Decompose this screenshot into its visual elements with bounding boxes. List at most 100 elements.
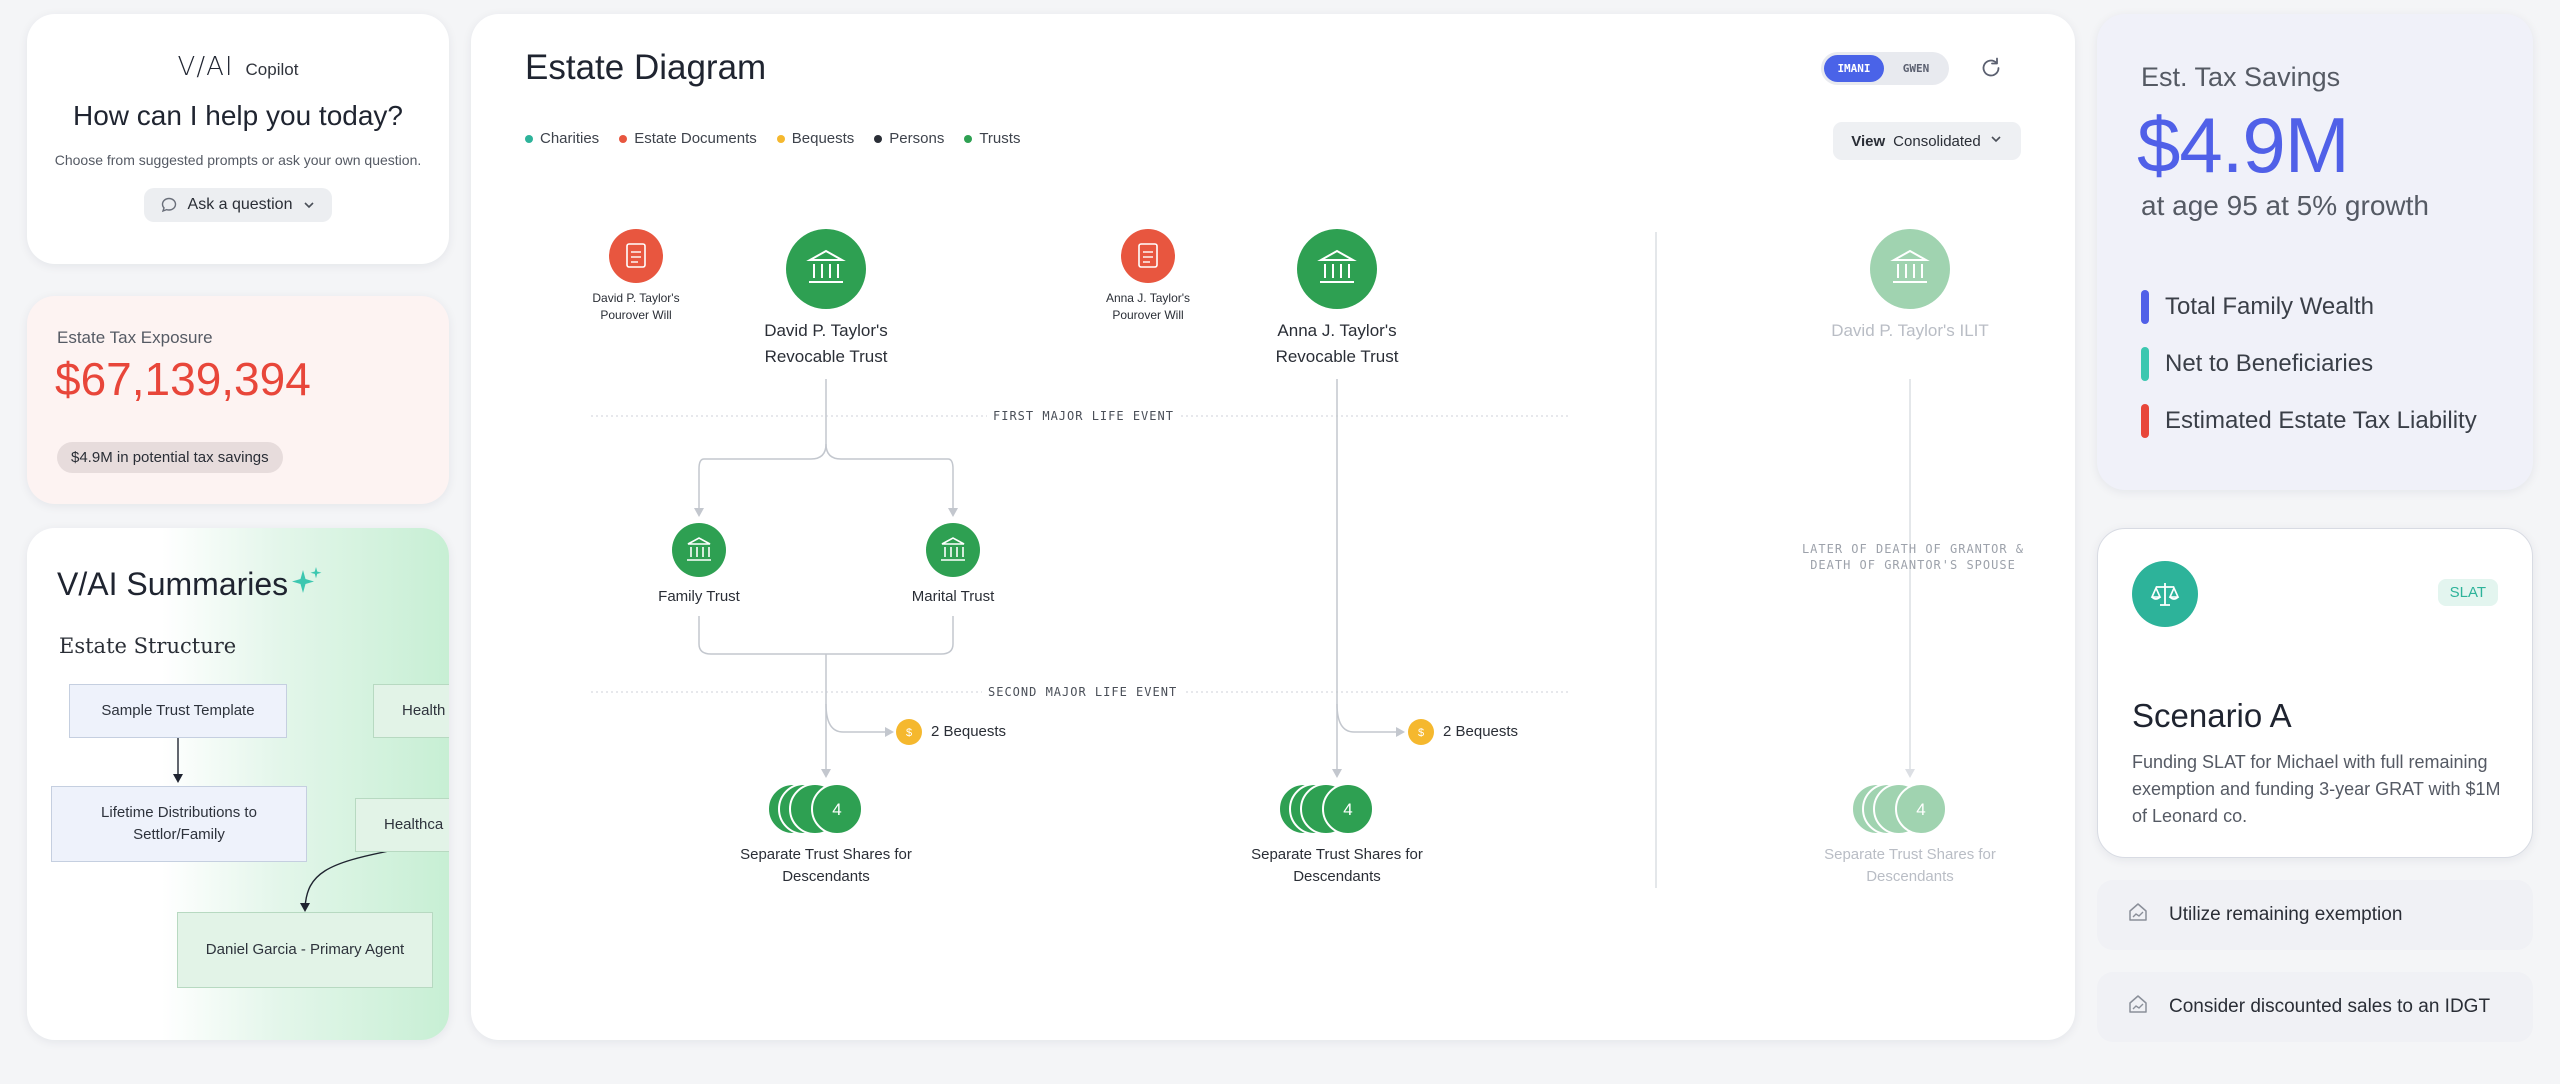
diagram-legend: Charities Estate Documents Bequests Pers… — [525, 130, 1020, 147]
house-chart-icon — [2127, 901, 2149, 929]
metric-estimated-estate-tax-liability[interactable]: Estimated Estate Tax Liability — [2141, 404, 2477, 438]
chevron-down-icon — [1989, 132, 2003, 150]
toggle-imani[interactable]: IMANI — [1824, 55, 1884, 82]
view-value: Consolidated — [1893, 132, 1981, 150]
bank-icon[interactable] — [926, 523, 980, 577]
copilot-card: V/AI Copilot How can I help you today? C… — [27, 14, 449, 264]
svg-text:$: $ — [906, 727, 912, 739]
copilot-heading: How can I help you today? — [73, 100, 403, 131]
coin-icon[interactable]: $ — [896, 719, 922, 745]
summary-node-healthcare[interactable]: Healthca — [355, 798, 449, 852]
label-anna-pourover-will: Anna J. Taylor's Pourover Will — [1105, 291, 1191, 322]
legend-dot — [525, 134, 533, 143]
summary-node-lifetime-distributions[interactable]: Lifetime Distributions to Settlor/Family — [51, 786, 307, 862]
document-icon[interactable] — [609, 229, 663, 283]
metric-label: Total Family Wealth — [2165, 293, 2374, 320]
legend-label: Persons — [889, 130, 945, 147]
label-shares-anna: Separate Trust Shares for Descendants — [1251, 846, 1423, 885]
person-toggle: IMANI GWEN — [1821, 52, 1949, 85]
action-label: Utilize remaining exemption — [2169, 904, 2403, 925]
arrowhead — [885, 727, 894, 737]
shares-count: 4 — [832, 800, 841, 819]
arrowhead — [1905, 769, 1915, 778]
legend-item-charities[interactable]: Charities — [525, 130, 599, 147]
exposure-label: Estate Tax Exposure — [57, 328, 213, 347]
sparkle-icon — [289, 564, 325, 605]
shares-stack[interactable]: 4 — [1851, 783, 1947, 835]
legend-label: Charities — [540, 130, 600, 147]
label-family-trust: Family Trust — [658, 588, 740, 605]
bank-icon[interactable] — [1297, 229, 1377, 309]
event-first-major-life-event: FIRST MAJOR LIFE EVENT — [987, 408, 1180, 424]
metric-label: Net to Beneficiaries — [2165, 350, 2374, 377]
label-shares-ilit: Separate Trust Shares for Descendants — [1824, 846, 1996, 885]
metric-color-bar — [2141, 290, 2149, 324]
scenario-card[interactable]: SLAT Scenario A Funding SLAT for Michael… — [2097, 528, 2533, 858]
action-consider-discounted-sales[interactable]: Consider discounted sales to an IDGT — [2097, 972, 2533, 1042]
tax-savings-pill-value: $4.9M — [71, 449, 113, 466]
bank-icon[interactable] — [1870, 229, 1950, 309]
bank-icon[interactable] — [672, 523, 726, 577]
scale-icon — [2132, 561, 2198, 627]
ask-question-button[interactable]: Ask a question — [143, 188, 333, 222]
arrowhead — [1332, 769, 1342, 778]
tax-savings-pill: $4.9M in potential tax savings — [57, 442, 283, 473]
estate-diagram-title: Estate Diagram — [525, 48, 767, 87]
document-icon[interactable] — [1121, 229, 1175, 283]
legend-item-bequests[interactable]: Bequests — [776, 130, 855, 147]
legend-item-estate-documents[interactable]: Estate Documents — [619, 130, 757, 147]
action-label: Consider discounted sales to an IDGT — [2169, 996, 2491, 1017]
coin-icon[interactable]: $ — [1408, 719, 1434, 745]
label-david-pourover-will: David P. Taylor's Pourover Will — [592, 291, 680, 322]
label-anna-revocable-trust: Anna J. Taylor's Revocable Trust — [1275, 321, 1399, 366]
view-select[interactable]: View Consolidated — [1833, 122, 2021, 160]
shares-count: 4 — [1343, 800, 1352, 819]
chevron-down-icon — [302, 198, 316, 212]
event-second-major-life-event: SECOND MAJOR LIFE EVENT — [982, 684, 1184, 700]
arrowhead — [821, 769, 831, 778]
scenario-title: Scenario A — [2132, 697, 2292, 734]
legend-dot — [874, 134, 883, 143]
legend-item-persons[interactable]: Persons — [874, 130, 944, 147]
label-shares-david: Separate Trust Shares for Descendants — [740, 846, 912, 885]
tax-savings-value: $4.9M — [2137, 101, 2350, 189]
arrowhead — [694, 508, 704, 517]
legend-label: Estate Documents — [634, 130, 757, 147]
tax-savings-pill-text: in potential tax savings — [116, 449, 269, 466]
summary-connectors — [173, 738, 395, 912]
toggle-gwen[interactable]: GWEN — [1902, 62, 1930, 75]
arrowhead — [948, 508, 958, 517]
bank-icon[interactable] — [786, 229, 866, 309]
tax-savings-subtitle: at age 95 at 5% growth — [2141, 190, 2429, 221]
metric-total-family-wealth[interactable]: Total Family Wealth — [2141, 290, 2374, 324]
tax-savings-card: Est. Tax Savings $4.9M at age 95 at 5% g… — [2097, 14, 2533, 490]
arrowhead — [1396, 727, 1405, 737]
label-bequests-anna: 2 Bequests — [1443, 723, 1519, 740]
shares-stack[interactable]: 4 — [1278, 783, 1374, 835]
label-marital-trust: Marital Trust — [911, 588, 995, 605]
anna-connectors — [1336, 379, 1400, 774]
summary-node-sample-trust[interactable]: Sample Trust Template — [69, 684, 287, 738]
summaries-card: V/AI Summaries Estate Structure Sample T… — [27, 528, 449, 1040]
metric-color-bar — [2141, 347, 2149, 381]
shares-count: 4 — [1916, 800, 1925, 819]
legend-label: Trusts — [979, 130, 1021, 147]
scenario-description: Funding SLAT for Michael with full remai… — [2132, 752, 2501, 826]
estate-diagram-card: Estate Diagram Charities Estate Document… — [471, 14, 2075, 1040]
action-utilize-remaining-exemption[interactable]: Utilize remaining exemption — [2097, 880, 2533, 950]
summary-node-health[interactable]: Health — [373, 684, 449, 738]
metric-net-to-beneficiaries[interactable]: Net to Beneficiaries — [2141, 347, 2373, 381]
label-bequests-david: 2 Bequests — [931, 723, 1007, 740]
ask-question-label: Ask a question — [187, 196, 293, 213]
summary-node-daniel-garcia[interactable]: Daniel Garcia - Primary Agent — [177, 912, 433, 988]
refresh-icon[interactable] — [1977, 54, 2005, 87]
svg-text:$: $ — [1418, 727, 1424, 739]
shares-stack[interactable]: 4 — [767, 783, 863, 835]
exposure-value: $67,139,394 — [55, 353, 311, 405]
copilot-brand: V/AI Copilot — [27, 52, 449, 82]
estate-structure-heading: Estate Structure — [59, 634, 237, 658]
legend-item-trusts[interactable]: Trusts — [964, 130, 1020, 147]
summaries-title: V/AI Summaries — [57, 566, 289, 602]
legend-label: Bequests — [791, 130, 855, 147]
tax-savings-label: Est. Tax Savings — [2141, 62, 2341, 92]
